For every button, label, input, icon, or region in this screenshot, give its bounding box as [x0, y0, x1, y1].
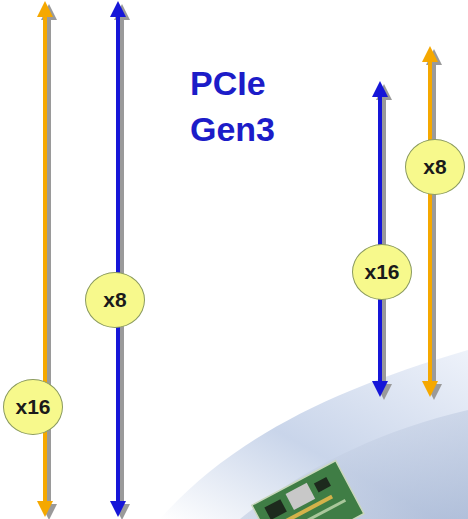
- heading-label: PCIe Gen3: [190, 60, 300, 152]
- lane-arrow: [378, 89, 382, 389]
- lane-width-badge: x8: [85, 272, 145, 328]
- arrow-shadow: [432, 57, 436, 392]
- lane-width-badge: x16: [352, 244, 412, 300]
- lane-width-badge: x16: [3, 379, 63, 435]
- lane-width-badge: x8: [405, 139, 465, 195]
- lane-width-text: x8: [103, 288, 126, 312]
- lane-width-text: x16: [364, 260, 399, 284]
- lane-width-text: x16: [15, 395, 50, 419]
- pcie-card: [252, 461, 364, 519]
- arrow-shadow: [382, 92, 386, 392]
- lane-arrow: [43, 9, 47, 509]
- arrow-shadow: [120, 12, 124, 512]
- lane-width-text: x8: [423, 155, 446, 179]
- lane-arrow: [428, 54, 432, 389]
- arrow-shadow: [47, 12, 51, 512]
- lane-arrow: [116, 9, 120, 509]
